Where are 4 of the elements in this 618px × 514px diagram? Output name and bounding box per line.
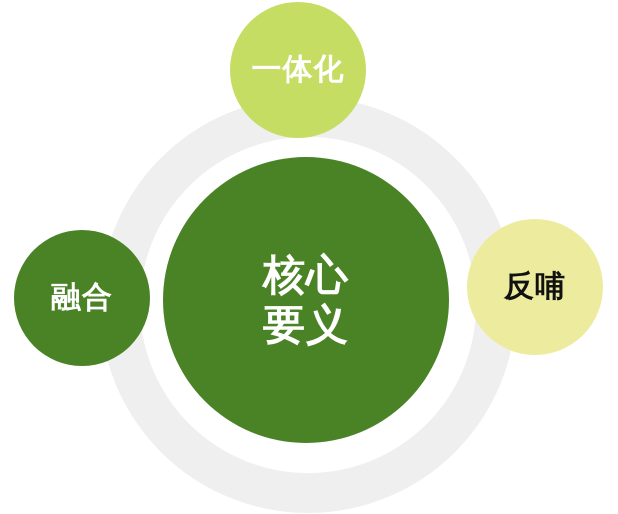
node-label: 一体化: [252, 52, 344, 88]
node-label: 融合: [51, 280, 113, 316]
node-label: 反哺: [504, 269, 566, 305]
node-label: 核心要义: [260, 250, 350, 350]
